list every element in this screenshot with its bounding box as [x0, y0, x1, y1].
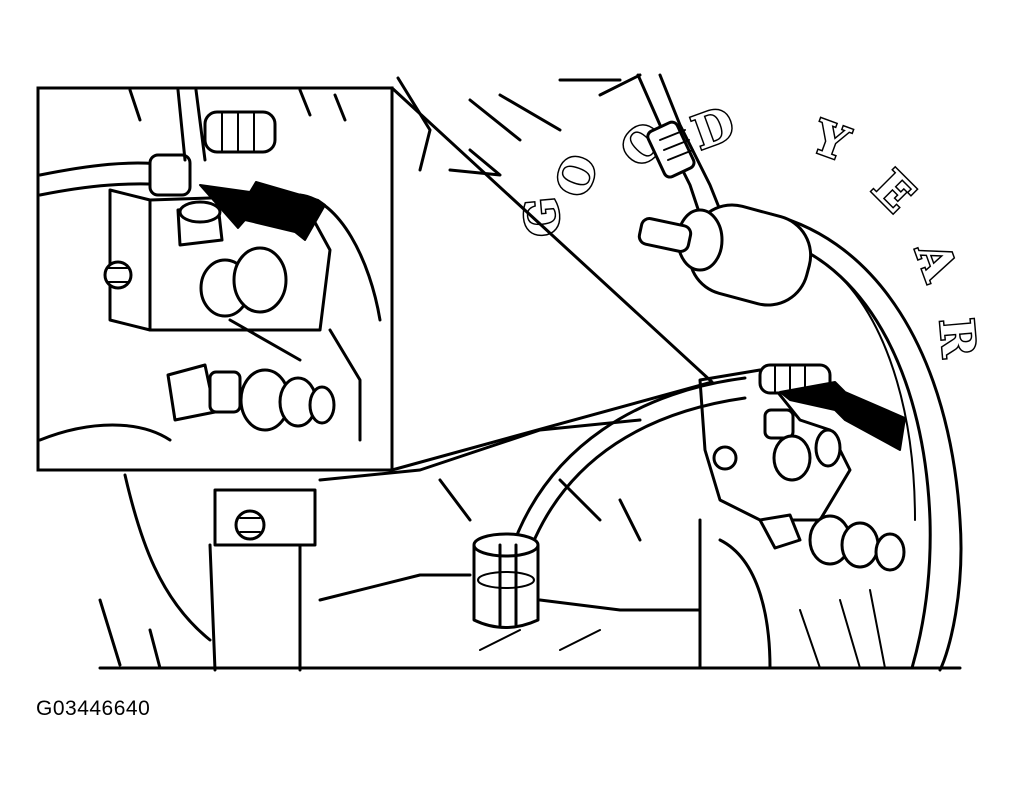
tire-letter-e: E	[862, 160, 925, 223]
tire-letter-r: R	[929, 316, 986, 360]
callout-wedge	[390, 86, 714, 472]
figure-id-label: G03446640	[36, 697, 151, 720]
tire-letter-a: A	[904, 234, 968, 288]
tire-outer	[748, 208, 963, 672]
tire-letter-y: Y	[805, 109, 856, 172]
tire-letter-g: G	[514, 195, 571, 239]
bleeder-arrow-inset[interactable]	[199, 181, 326, 241]
catch-container[interactable]	[472, 532, 540, 629]
detail-inset	[36, 86, 394, 472]
bleeder-arrow-main[interactable]	[779, 381, 906, 451]
tire-letter-o1: O	[545, 148, 609, 204]
